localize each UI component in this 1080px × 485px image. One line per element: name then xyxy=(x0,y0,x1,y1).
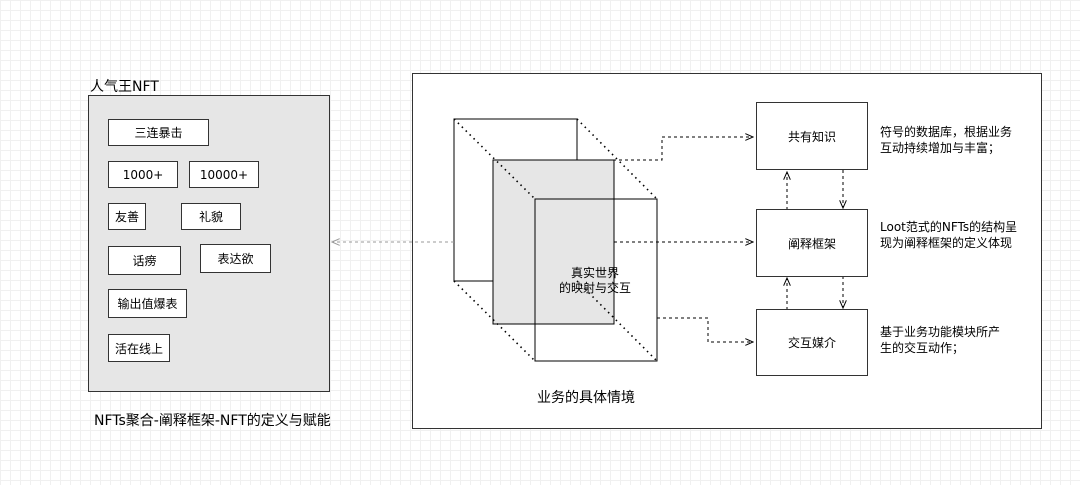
chip-1000: 1000+ xyxy=(108,161,178,188)
left-panel-title: 人气王NFT xyxy=(90,79,159,95)
context-caption: 业务的具体情境 xyxy=(537,390,635,406)
perspective-edge-tr xyxy=(576,118,658,200)
arrow-to-shared-knowledge xyxy=(577,137,753,161)
chip-online: 活在线上 xyxy=(108,334,170,362)
perspective-edge-tl xyxy=(453,118,536,200)
node-interaction-medium: 交互媒介 xyxy=(756,309,868,376)
desc-interpretive-framework: Loot范式的NFTs的结构呈 现为阐释框架的定义体现 xyxy=(880,220,1018,250)
left-caption: NFTs聚合-阐释框架-NFT的定义与赋能 xyxy=(94,413,331,429)
chip-10000: 10000+ xyxy=(189,161,259,188)
context-plane-front xyxy=(534,198,658,362)
perspective-edge-br xyxy=(576,280,658,362)
context-plane-middle xyxy=(492,159,615,325)
nft-attributes-panel: 三连暴击 1000+ 10000+ 友善 礼貌 话痨 表达欲 输出值爆表 活在线… xyxy=(88,95,330,392)
context-label: 真实世界 的映射与交互 xyxy=(558,266,631,295)
chip-friendly: 友善 xyxy=(108,203,146,230)
arrow-to-interaction-medium xyxy=(657,317,753,342)
node-interpretive-framework: 阐释框架 xyxy=(756,209,868,277)
node-shared-knowledge: 共有知识 xyxy=(756,102,868,170)
perspective-edge-bl xyxy=(453,280,536,362)
desc-shared-knowledge: 符号的数据库，根据业务 互动持续增加与丰富； xyxy=(880,125,1013,155)
chip-combo: 三连暴击 xyxy=(108,119,209,146)
chip-polite: 礼貌 xyxy=(181,203,241,230)
desc-interaction-medium: 基于业务功能模块所产 生的交互动作； xyxy=(880,325,1001,355)
chip-expressive: 表达欲 xyxy=(200,244,271,273)
chip-output: 输出值爆表 xyxy=(108,289,187,318)
chip-chatty: 话痨 xyxy=(108,246,181,275)
